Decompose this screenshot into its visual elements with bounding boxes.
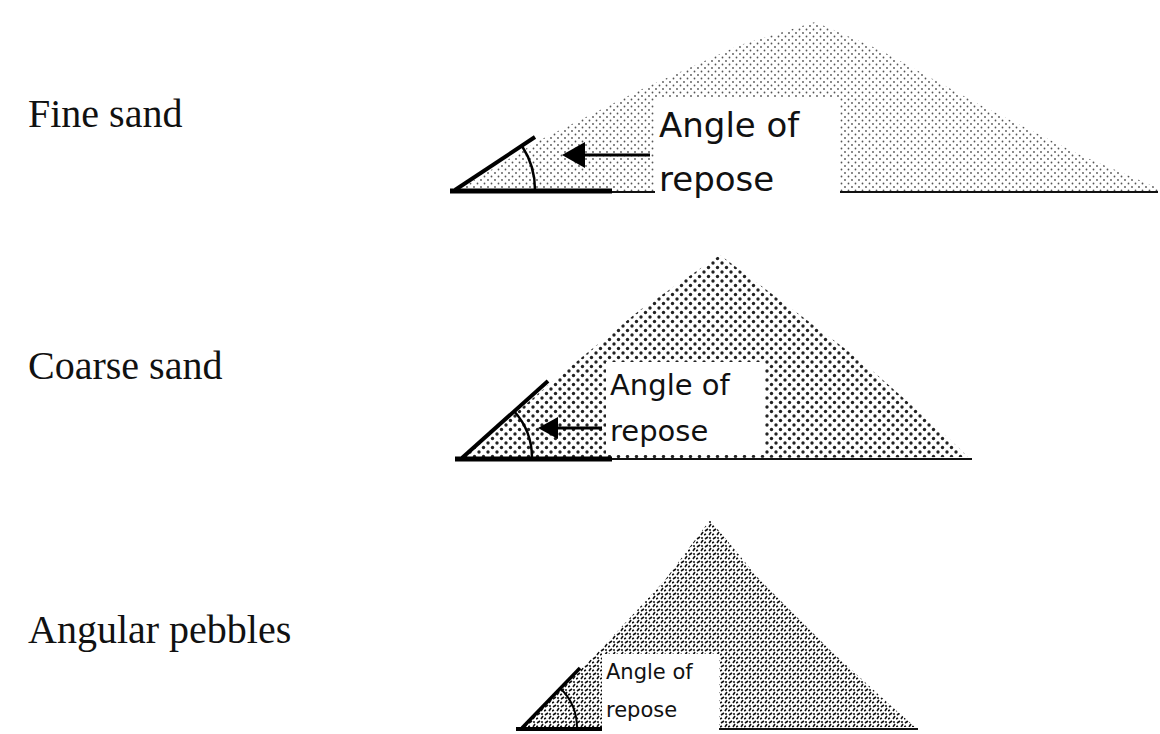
angle-base [455, 457, 612, 462]
angle-slope [455, 137, 535, 190]
angle-label: Angle of repose [602, 654, 719, 730]
angle-slope [522, 668, 580, 728]
angle-label: Angle of repose [655, 98, 840, 207]
angle-slope [462, 381, 548, 458]
angle-label: Angle of repose [606, 362, 765, 455]
material-name: Coarse sand [28, 342, 222, 390]
material-name: Fine sand [28, 90, 182, 138]
pointer-arrow [580, 154, 650, 157]
angle-base [450, 189, 612, 194]
pointer-arrowhead [562, 142, 585, 168]
ground-line [610, 458, 972, 460]
pebble-pile [522, 520, 915, 729]
pointer-arrowhead [538, 417, 558, 439]
pointer-arrow [555, 427, 602, 430]
coarse-sand-pile [462, 255, 968, 459]
angle-arc [514, 411, 532, 458]
angle-arc [560, 688, 577, 728]
angle-base [516, 727, 602, 731]
angle-arc [522, 146, 535, 190]
material-name: Angular pebbles [28, 606, 291, 654]
